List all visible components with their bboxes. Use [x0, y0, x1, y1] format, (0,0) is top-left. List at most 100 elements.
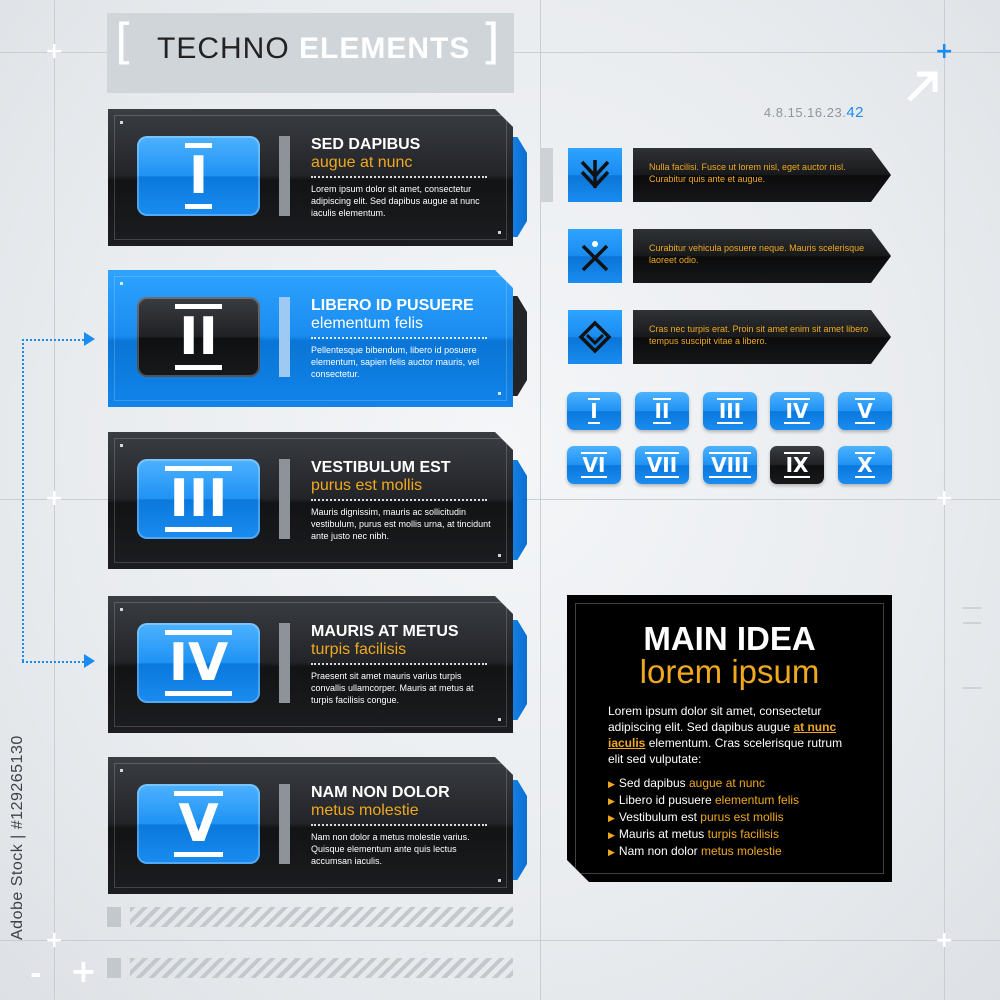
divider-bar [279, 136, 290, 216]
left-bracket-icon: [ [115, 14, 134, 70]
right-bracket-icon: ] [481, 14, 500, 70]
title-bold: ELEMENTS [299, 32, 471, 65]
roman-label: I [588, 398, 600, 424]
plus-mark-icon: + [45, 486, 64, 511]
title-light: TECHNO [157, 32, 299, 65]
card-body: Mauris dignissim, mauris ac sollicitudin… [311, 507, 491, 541]
paragraph-text: Lorem ipsum dolor sit amet, consectetur … [608, 704, 822, 734]
roman-label: X [855, 452, 875, 478]
roman-label: VII [644, 452, 680, 478]
cross-x-icon [568, 229, 622, 283]
list-item-text: Nam non dolor [618, 844, 701, 858]
numeral-badge: II [137, 297, 260, 377]
minus-mark-icon: - [30, 957, 42, 990]
card-heading: VESTIBULUM EST [311, 459, 451, 476]
roman-button-10[interactable]: X [838, 446, 892, 484]
card-heading: NAM NON DOLOR [311, 784, 450, 801]
dotted-separator [311, 824, 487, 826]
list-item: ▶Nam non dolor metus molestie [608, 843, 868, 860]
corner-dot [498, 879, 501, 882]
divider-bar [279, 459, 290, 539]
step-card-5: V NAM NON DOLOR metus molestie Nam non d… [108, 757, 513, 894]
card-subheading: elementum felis [311, 315, 424, 332]
roman-button-6[interactable]: VI [567, 446, 621, 484]
list-item-accent: augue at nunc [688, 776, 766, 790]
hatch-block [107, 958, 121, 978]
divider-bar [279, 297, 290, 377]
corner-dot [120, 444, 123, 447]
dotted-separator [311, 663, 487, 665]
card-frame [114, 602, 507, 727]
roman-button-9-active[interactable]: IX [770, 446, 824, 484]
guide-line-left [54, 0, 55, 1000]
roman-label: III [716, 398, 744, 424]
roman-label: VIII [709, 452, 751, 478]
list-item-accent: metus molestie [700, 844, 782, 858]
roman-button-4[interactable]: IV [770, 392, 824, 430]
list-item-accent: turpis facilisis [707, 827, 779, 841]
banner-text: Curabitur vehicula posuere neque. Mauris… [649, 243, 865, 265]
corner-dot [120, 282, 123, 285]
corner-dot [498, 554, 501, 557]
list-item: ▶Libero id pusuere elementum felis [608, 792, 868, 809]
divider-bar [279, 623, 290, 703]
plus-mark-icon: + [45, 39, 64, 64]
side-tick [963, 622, 981, 624]
numeral-text: I [185, 143, 212, 209]
bullet-triangle-icon: ▶ [608, 847, 615, 857]
roman-label: VI [580, 452, 608, 478]
roman-button-1[interactable]: I [567, 392, 621, 430]
side-tick [963, 687, 981, 689]
dotted-separator [311, 176, 487, 178]
connector-arrow-icon [84, 332, 95, 346]
card-frame [114, 115, 507, 240]
main-idea-panel: MAIN IDEA lorem ipsum Lorem ipsum dolor … [567, 595, 892, 882]
main-idea-subtitle: lorem ipsum [639, 653, 820, 690]
side-tick [963, 607, 981, 609]
bullet-triangle-icon: ▶ [608, 779, 615, 789]
roman-button-2[interactable]: II [635, 392, 689, 430]
corner-dot [120, 769, 123, 772]
card-frame [114, 276, 507, 401]
list-item-text: Mauris at metus [618, 827, 708, 841]
numeral-badge: III [137, 459, 260, 539]
card-body: Praesent sit amet mauris varius turpis c… [311, 671, 474, 705]
step-card-3: III VESTIBULUM EST purus est mollis Maur… [108, 432, 513, 569]
connector-line [22, 339, 84, 341]
guide-line-bottom [0, 940, 1000, 941]
connector-arrow-icon [84, 654, 95, 668]
roman-button-3[interactable]: III [703, 392, 757, 430]
diamond-arrow-down-icon [568, 310, 622, 364]
decor-bar [540, 148, 553, 202]
roman-button-8[interactable]: VIII [703, 446, 757, 484]
guide-line-right [944, 0, 945, 1000]
roman-button-5[interactable]: V [838, 392, 892, 430]
numeral-text: V [174, 791, 222, 857]
numeral-text: II [175, 304, 222, 370]
step-card-2: II LIBERO ID PUSUERE elementum felis Pel… [108, 270, 513, 407]
corner-dot [120, 608, 123, 611]
card-subheading: turpis facilisis [311, 641, 407, 658]
main-idea-list: ▶Sed dapibus augue at nunc ▶Libero id pu… [608, 775, 868, 860]
panel-frame [575, 603, 884, 874]
corner-dot [498, 718, 501, 721]
connector-line [22, 339, 24, 661]
card-body: Pellentesque bibendum, libero id posuere… [311, 345, 480, 379]
bullet-triangle-icon: ▶ [608, 830, 615, 840]
sequence-highlight: 42 [846, 104, 864, 121]
main-idea-paragraph: Lorem ipsum dolor sit amet, consectetur … [608, 703, 858, 767]
paragraph-link[interactable]: at nunc iaculis [608, 720, 837, 750]
page-title: TECHNO ELEMENTS [157, 32, 470, 66]
card-body: Nam non dolor a metus molestie varius. Q… [311, 832, 470, 866]
numeral-badge: IV [137, 623, 260, 703]
numeral-text: IV [165, 630, 233, 696]
hatch-bar [130, 958, 513, 978]
plus-mark-large-icon: + [70, 952, 97, 990]
roman-label: II [652, 398, 672, 424]
divider-bar [279, 784, 290, 864]
numeral-badge: V [137, 784, 260, 864]
roman-button-7[interactable]: VII [635, 446, 689, 484]
card-heading: MAURIS AT METUS [311, 623, 459, 640]
card-heading: SED DAPIBUS [311, 136, 421, 153]
list-item-accent: elementum felis [715, 793, 800, 807]
